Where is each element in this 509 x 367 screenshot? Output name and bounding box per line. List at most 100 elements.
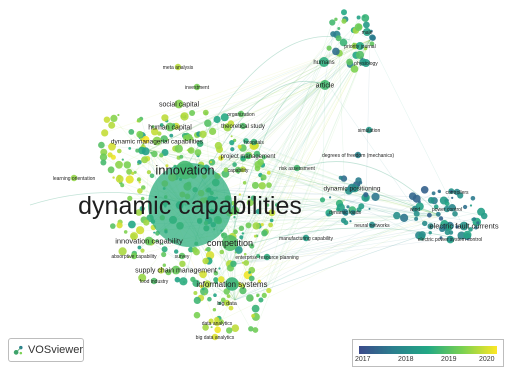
term-label-human-capital: human capital — [148, 124, 192, 131]
term-node-risk-assessment[interactable] — [293, 164, 301, 172]
term-node-humans[interactable] — [319, 57, 329, 67]
network-node — [260, 174, 267, 181]
legend-gradient-bar — [359, 346, 497, 354]
network-node — [223, 167, 229, 173]
network-node — [329, 196, 332, 199]
term-node-electric-fault-currents[interactable] — [459, 221, 469, 231]
term-node-project-management[interactable] — [244, 152, 252, 160]
term-node-article[interactable] — [320, 80, 330, 90]
network-node — [420, 186, 429, 194]
network-node — [110, 223, 116, 229]
term-label-organization: organization — [227, 112, 254, 118]
term-node-information-systems[interactable] — [225, 277, 239, 291]
term-node-physiology[interactable] — [362, 59, 370, 67]
term-node-survey[interactable] — [178, 252, 186, 260]
network-node — [130, 232, 138, 241]
network-node — [202, 324, 209, 331]
legend-tick-2019: 2019 — [441, 356, 457, 363]
term-node-human-capital[interactable] — [165, 122, 175, 132]
network-link — [219, 39, 371, 150]
term-node-data-analytics[interactable] — [213, 319, 221, 327]
network-node — [339, 38, 348, 47]
term-node-male[interactable] — [363, 28, 371, 36]
term-label-capability: capability — [228, 168, 249, 174]
network-node — [335, 35, 342, 42]
term-node-big-data-analytics[interactable] — [211, 333, 219, 341]
term-node-neural-networks[interactable] — [368, 221, 376, 229]
network-node — [101, 129, 109, 137]
term-label-power-control: power control — [432, 207, 462, 213]
network-node — [463, 204, 468, 210]
term-node-social-capital[interactable] — [174, 99, 184, 109]
network-node — [233, 229, 238, 235]
term-node-simulation[interactable] — [365, 126, 373, 134]
term-node-degrees-of-freedom[interactable] — [354, 151, 362, 159]
network-link — [263, 39, 371, 296]
term-node-capability[interactable] — [234, 166, 242, 174]
network-node — [471, 217, 475, 222]
term-node-wind[interactable] — [411, 205, 419, 213]
term-label-humans: humans — [313, 60, 334, 66]
network-link — [238, 39, 371, 285]
term-node-big-data[interactable] — [223, 299, 231, 307]
network-link — [214, 79, 326, 310]
vosviewer-logo[interactable]: VOSviewer — [8, 338, 84, 362]
term-node-competition[interactable] — [222, 235, 238, 251]
term-node-hospitals[interactable] — [250, 138, 258, 146]
network-node — [146, 170, 151, 175]
term-node-theoretical-study[interactable] — [239, 122, 247, 130]
term-node-meta-analysis[interactable] — [174, 63, 182, 71]
term-label-dynamic-managerial-capabilities: dynamic managerial capabilities — [111, 138, 204, 145]
term-node-innovation-capability[interactable] — [144, 236, 154, 246]
network-link — [181, 79, 326, 158]
network-node — [444, 201, 450, 207]
term-node-organization[interactable] — [237, 110, 245, 118]
term-node-food-industry[interactable] — [150, 277, 158, 285]
term-node-learning-orientation[interactable] — [70, 174, 78, 182]
network-node — [251, 181, 259, 189]
network-link — [234, 226, 446, 301]
term-node-priority-journal[interactable] — [356, 42, 364, 50]
term-node-enterprise-resource-planning[interactable] — [263, 253, 271, 261]
term-node-dynamic-capabilities[interactable] — [148, 163, 232, 247]
network-node — [153, 231, 156, 234]
network-node — [250, 195, 257, 201]
network-node — [169, 133, 174, 138]
network-node — [218, 301, 222, 305]
term-node-electric-power-system-control[interactable] — [446, 235, 454, 243]
network-link — [207, 79, 326, 202]
network-node — [477, 207, 486, 216]
network-node — [100, 159, 107, 166]
term-node-layer[interactable] — [70, 28, 469, 341]
term-node-controllers[interactable] — [453, 188, 461, 196]
network-node — [463, 230, 472, 239]
term-node-supply-chain-management[interactable] — [171, 265, 181, 275]
network-node — [210, 326, 213, 329]
network-node — [162, 263, 166, 267]
term-node-dynamic-managerial-capabilities[interactable] — [152, 136, 162, 146]
term-node-dynamic-loads[interactable] — [341, 208, 349, 216]
network-link — [234, 203, 448, 301]
term-node-investment[interactable] — [193, 83, 201, 91]
network-link — [184, 135, 346, 201]
network-node — [266, 287, 272, 294]
term-node-manufacturing-capability[interactable] — [302, 234, 310, 242]
network-link — [256, 153, 441, 216]
network-node — [199, 130, 207, 138]
network-node — [192, 279, 200, 287]
term-node-dynamic-positioning[interactable] — [347, 183, 357, 193]
network-node — [220, 113, 229, 122]
network-link — [221, 79, 326, 322]
network-node — [213, 293, 217, 298]
network-node — [427, 197, 435, 204]
term-node-power-control[interactable] — [443, 205, 451, 213]
term-node-innovation[interactable] — [175, 160, 195, 180]
network-node — [117, 113, 120, 117]
term-node-absorptive-capability[interactable] — [130, 252, 138, 260]
network-node — [165, 269, 172, 276]
network-node — [261, 230, 268, 237]
network-node — [199, 270, 207, 279]
network-node — [229, 140, 235, 146]
term-label-electric-power-system-control: electric power system control — [418, 237, 482, 243]
